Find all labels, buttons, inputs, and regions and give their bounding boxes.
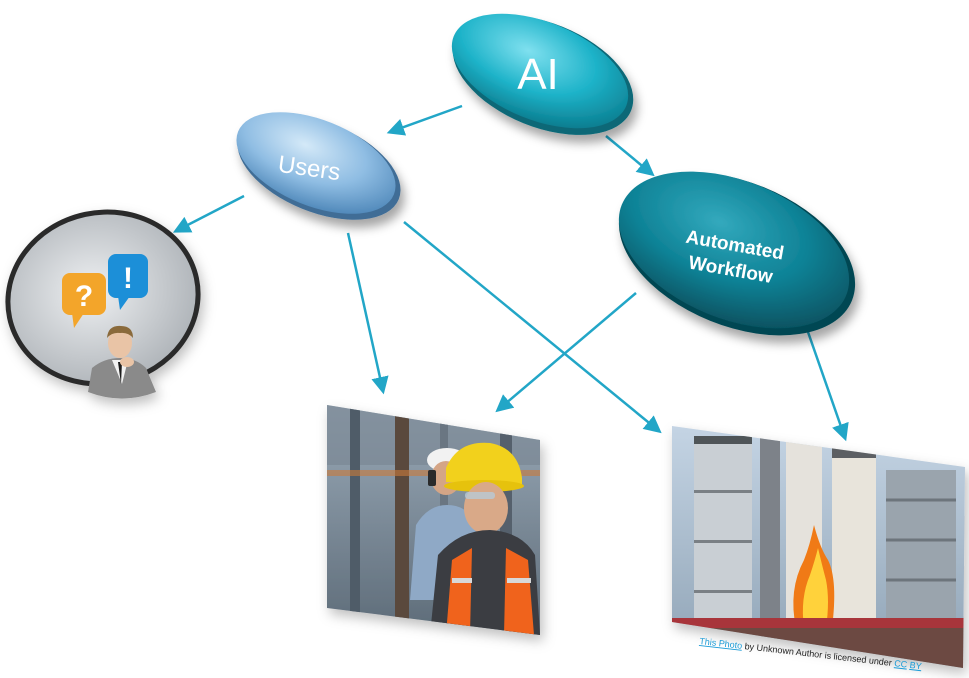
ai-node bbox=[451, 13, 634, 135]
thinking-man-figure bbox=[88, 325, 156, 399]
question-bubble-icon: ? bbox=[62, 273, 106, 328]
connector-arrows bbox=[172, 104, 849, 442]
svg-text:!: ! bbox=[123, 262, 133, 295]
arrow-workflow-to-worker bbox=[495, 292, 637, 413]
arrow-ai-to-workflow bbox=[605, 135, 655, 177]
automated-workflow-node bbox=[618, 171, 856, 336]
license-link-cc[interactable]: CC bbox=[893, 658, 908, 670]
users-node bbox=[236, 112, 401, 220]
svg-text:?: ? bbox=[75, 280, 93, 313]
ai-node-label: AI bbox=[517, 50, 559, 99]
license-link-by[interactable]: BY bbox=[909, 659, 923, 672]
arrow-ai-to-users bbox=[386, 104, 463, 136]
arrow-users-to-plant bbox=[403, 221, 662, 434]
arrow-users-to-question bbox=[172, 194, 245, 233]
arrow-users-to-worker bbox=[346, 232, 389, 395]
arrow-workflow-to-plant bbox=[806, 331, 849, 442]
plant-fire-photo bbox=[672, 426, 965, 668]
user-question-picture: ? ! bbox=[5, 209, 201, 399]
exclamation-bubble-icon: ! bbox=[108, 254, 148, 310]
worker-photo bbox=[327, 405, 540, 635]
